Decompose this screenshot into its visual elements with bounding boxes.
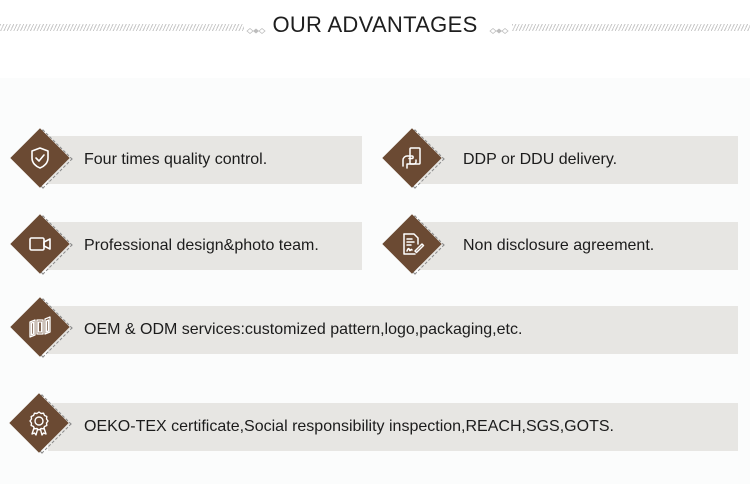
advantage-badge-certificates bbox=[8, 392, 72, 456]
advantage-badge-oem bbox=[9, 296, 73, 360]
fabric-panels-icon bbox=[26, 313, 54, 341]
advantage-label: Professional design&photo team. bbox=[84, 237, 319, 254]
advantage-label: DDP or DDU delivery. bbox=[463, 151, 618, 168]
advantage-card-delivery: DDP or DDU delivery. bbox=[420, 136, 738, 184]
advantage-label: Non disclosure agreement. bbox=[463, 237, 655, 254]
signed-document-icon bbox=[398, 230, 426, 258]
advantage-label: Four times quality control. bbox=[84, 151, 268, 168]
hatch-divider-right bbox=[512, 24, 750, 31]
diamond-ornament-right-icon bbox=[489, 27, 509, 35]
hatch-divider-left bbox=[0, 24, 244, 31]
advantage-card-oem: OEM & ODM services:customized pattern,lo… bbox=[48, 306, 738, 354]
advantage-badge-design bbox=[9, 213, 73, 277]
hand-card-icon bbox=[398, 144, 426, 172]
diamond-ornament-left-icon bbox=[246, 27, 266, 35]
shield-check-icon bbox=[26, 144, 54, 172]
advantage-card-certificates: OEKO-TEX certificate,Social responsibili… bbox=[48, 403, 738, 451]
advantage-card-nda: Non disclosure agreement. bbox=[420, 222, 738, 270]
page-title: OUR ADVANTAGES bbox=[272, 12, 478, 37]
award-badge-icon bbox=[25, 409, 53, 437]
advantage-card-quality: Four times quality control. bbox=[48, 136, 362, 184]
advantage-label: OEM & ODM services:customized pattern,lo… bbox=[84, 321, 523, 338]
video-camera-icon bbox=[26, 230, 54, 258]
advantage-label: OEKO-TEX certificate,Social responsibili… bbox=[84, 418, 614, 435]
section-header: OUR ADVANTAGES bbox=[0, 0, 750, 78]
advantage-card-design: Professional design&photo team. bbox=[48, 222, 362, 270]
advantage-badge-nda bbox=[381, 213, 445, 277]
advantage-badge-quality bbox=[9, 127, 73, 191]
advantage-badge-delivery bbox=[381, 127, 445, 191]
